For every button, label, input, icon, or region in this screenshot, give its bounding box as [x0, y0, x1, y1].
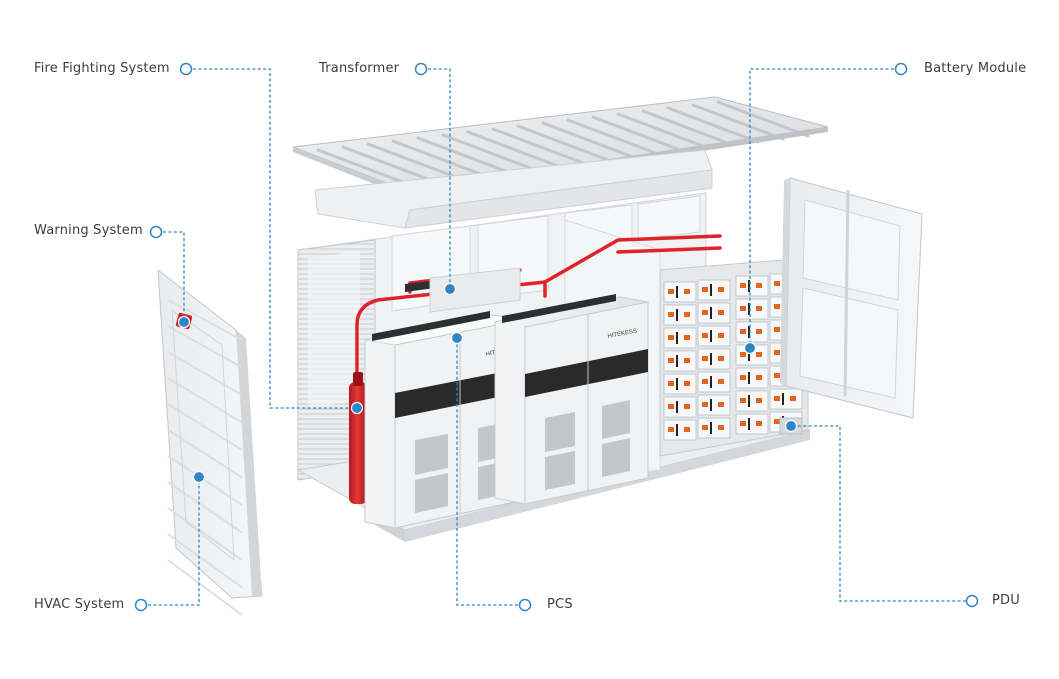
left-door-panel	[157, 268, 263, 616]
battery-module	[697, 302, 731, 324]
label-pdu: PDU	[992, 593, 1020, 608]
battery-module	[697, 371, 731, 393]
label-transformer: Transformer	[319, 61, 400, 76]
label-hvac-system: HVAC System	[34, 597, 125, 612]
battery-module	[663, 350, 697, 372]
battery-module	[697, 325, 731, 347]
battery-module	[697, 417, 731, 439]
battery-module	[735, 367, 769, 389]
battery-module	[697, 348, 731, 370]
battery-module	[697, 394, 731, 416]
callout-dots	[177, 282, 798, 484]
battery-module	[735, 298, 769, 320]
roof-frame	[314, 149, 713, 229]
battery-module	[663, 396, 697, 418]
label-battery-module: Battery Module	[924, 61, 1027, 76]
label-pcs: PCS	[547, 597, 573, 612]
battery-module	[663, 281, 697, 303]
battery-module	[663, 304, 697, 326]
battery-module	[663, 419, 697, 441]
right-door-panel	[780, 177, 923, 419]
battery-module	[663, 373, 697, 395]
battery-module	[735, 413, 769, 435]
pcs-cabinet-right: HITEKESS	[494, 294, 649, 505]
battery-module	[735, 390, 769, 412]
fire-extinguisher	[349, 372, 367, 504]
battery-module	[697, 279, 731, 301]
pcs-brand-label-right: HITEKESS	[607, 328, 637, 340]
callout-leaders	[148, 68, 966, 606]
transformer	[405, 267, 521, 313]
battery-module	[735, 321, 769, 343]
battery-module	[769, 388, 803, 410]
label-fire-fighting-system: Fire Fighting System	[34, 61, 170, 76]
battery-module	[663, 327, 697, 349]
pcs-cabinet-left: HITEKESS	[364, 311, 524, 529]
battery-racks	[659, 257, 809, 457]
battery-module	[735, 275, 769, 297]
callout-rings	[134, 62, 979, 612]
label-warning-system: Warning System	[34, 223, 143, 238]
